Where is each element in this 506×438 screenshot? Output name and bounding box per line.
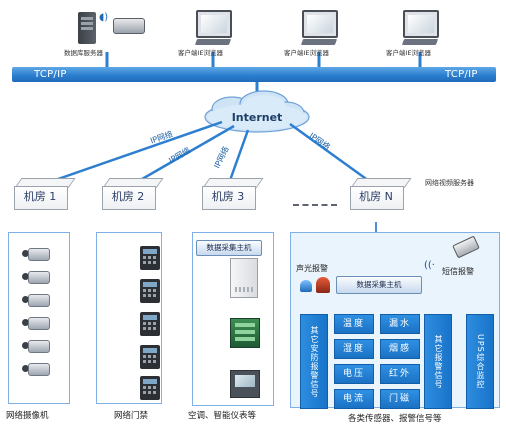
bus-label-left: TCP/IP <box>34 69 67 80</box>
column-label: UPS综合监控 <box>476 334 485 389</box>
room-box <box>350 186 404 210</box>
device-label: 客户端IE浏览器 <box>386 49 432 57</box>
ip-link-room1 <box>37 120 223 188</box>
sensor-temperature: 温度 <box>334 314 374 334</box>
sound-alarm-label: 声光报警 <box>296 264 328 273</box>
network-camera-icon <box>22 271 50 284</box>
tcpip-bus <box>12 67 496 82</box>
monitor-icon <box>196 10 232 38</box>
other-alarm-column: 其它报警信号 <box>424 314 452 409</box>
access-keypad-icon <box>140 279 160 303</box>
access-keypad-icon <box>140 345 160 369</box>
sensor-door-magnet: 门磁 <box>380 389 420 409</box>
room-box <box>202 186 256 210</box>
sensor-smoke: 烟感 <box>380 339 420 359</box>
video-server-title: 网络视频服务器 <box>425 179 474 187</box>
sensor-humidity: 湿度 <box>334 339 374 359</box>
keyboard-icon <box>401 39 439 45</box>
air-conditioner-icon <box>230 258 258 298</box>
network-camera-icon <box>22 317 50 330</box>
column-label: 其它报警信号 <box>434 334 443 389</box>
device-label: 客户端IE浏览器 <box>284 49 330 57</box>
device-label: 数据库服务器 <box>64 49 103 57</box>
network-camera-icon <box>22 363 50 376</box>
server-tower-icon <box>78 12 96 44</box>
roomN-label: 各类传感器、报警信号等 <box>348 414 442 424</box>
sensor-voltage: 电压 <box>334 364 374 384</box>
room-label: 机房 N <box>359 190 393 203</box>
room-box <box>102 186 156 210</box>
sound-light-alarm-icon <box>316 277 330 293</box>
room-label: 机房 2 <box>111 190 145 203</box>
access-keypad-icon <box>140 246 160 270</box>
room-box <box>14 186 68 210</box>
monitor-icon <box>302 10 338 38</box>
monitor-icon <box>403 10 439 38</box>
phone-icon <box>113 18 145 34</box>
ellipsis-dashes <box>293 204 337 206</box>
access-keypad-icon <box>140 312 160 336</box>
smart-meter-icon <box>230 318 260 348</box>
sensor-infrared: 红外 <box>380 364 420 384</box>
wireless-signal-icon: ((· <box>424 260 435 271</box>
ip-link-room2 <box>129 124 235 188</box>
room-label: 机房 3 <box>211 190 245 203</box>
room2-label: 网络门禁 <box>114 411 149 421</box>
internet-label: Internet <box>231 111 283 124</box>
keyboard-icon <box>194 39 232 45</box>
network-camera-icon <box>22 248 50 261</box>
sms-alarm-label: 短信报警 <box>442 267 474 276</box>
ups-monitor-column: UPS综合监控 <box>466 314 494 409</box>
column-label: 其它安防报警信号 <box>310 325 319 398</box>
internet-cloud <box>204 90 310 133</box>
instrument-panel-icon <box>230 370 260 398</box>
network-camera-icon <box>22 340 50 353</box>
ip-link-room3 <box>226 129 250 187</box>
room1-label: 网络摄像机 <box>6 411 49 421</box>
alarm-beacon-icon <box>300 280 312 292</box>
room3-host-box: 数据采集主机 <box>196 240 262 256</box>
ip-link-roomN <box>289 122 377 188</box>
network-camera-icon <box>22 294 50 307</box>
roomN-host-box: 数据采集主机 <box>336 276 422 294</box>
keyboard-icon <box>300 39 338 45</box>
sensor-water-leak: 漏水 <box>380 314 420 334</box>
room-label: 机房 1 <box>23 190 57 203</box>
device-label: 客户端IE浏览器 <box>178 49 224 57</box>
sensor-current: 电流 <box>334 389 374 409</box>
access-keypad-icon <box>140 376 160 400</box>
signal-waves-icon: ◖) <box>99 12 109 23</box>
security-alarm-column: 其它安防报警信号 <box>300 314 328 409</box>
bus-label-right: TCP/IP <box>445 69 478 80</box>
room3-label: 空调、智能仪表等 <box>188 411 257 421</box>
